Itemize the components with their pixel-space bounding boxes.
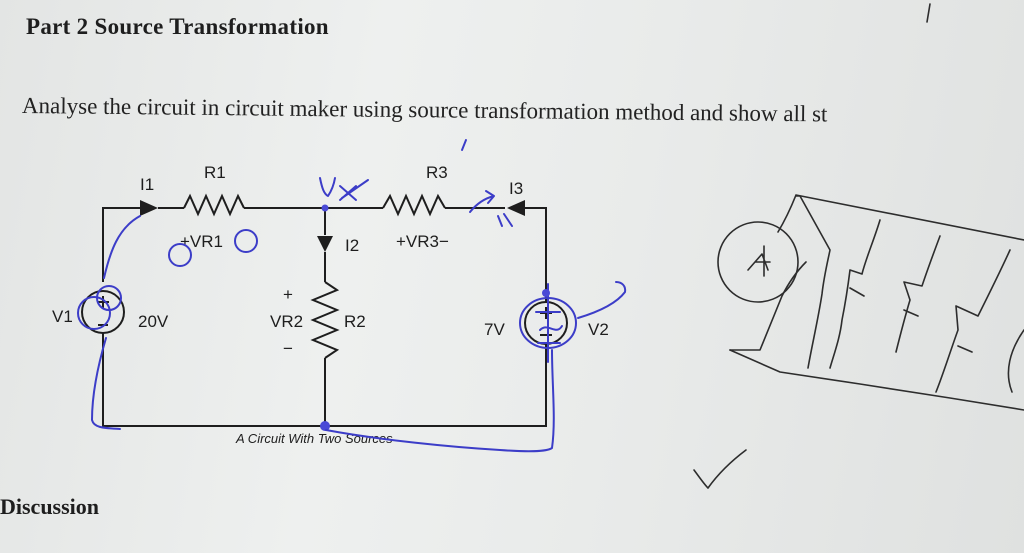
sketch-lower-left: [729, 261, 807, 351]
circuit-wires: [81, 193, 568, 431]
sketch-right-edge: [1007, 329, 1024, 393]
sketch-branch-1: [795, 195, 831, 369]
ink-circle-vr1-minus: [234, 229, 258, 253]
label-vr2-plus: +: [283, 285, 293, 304]
ink-loop-left-bottom: [91, 337, 121, 430]
wire-left-top: [102, 207, 140, 282]
ink-tick-small: [461, 139, 467, 151]
discussion-heading: Discussion: [0, 494, 100, 519]
i3-arrow: [507, 200, 525, 216]
pencil-sketch: [693, 194, 1024, 489]
ink-dot-v2: [542, 289, 550, 297]
sketch-circle: [717, 221, 799, 303]
resistor-r1: [183, 193, 245, 217]
label-r2: R2: [344, 312, 366, 331]
i1-arrow: [140, 200, 158, 216]
resistor-r2: [310, 281, 340, 359]
pencil-mark: [926, 3, 931, 23]
label-v1-value: 20V: [138, 312, 169, 331]
ink-ix: [497, 213, 513, 227]
junction-top: [321, 204, 329, 212]
sketch-bottom-wire: [729, 349, 1024, 411]
label-r1: R1: [204, 163, 226, 182]
label-r3: R3: [426, 163, 448, 182]
label-i1: I1: [140, 175, 154, 194]
sketch-ticks: [849, 287, 973, 353]
label-v2: V2: [588, 320, 609, 339]
check-mark: [693, 449, 747, 489]
ink-loop-bottom-right: [325, 349, 555, 453]
sketch-branch-3: [895, 235, 941, 353]
label-v1: V1: [52, 307, 73, 326]
ink-ix-arrow: [469, 190, 495, 213]
ink-circle-vr1-plus: [168, 243, 192, 267]
junction-bottom: [320, 421, 330, 431]
v1-plus-sign: [97, 296, 109, 308]
label-vr2-minus: −: [283, 339, 293, 358]
ink-v2-marks: [535, 283, 563, 363]
handwritten-ink: [77, 139, 627, 453]
i2-arrow: [317, 236, 333, 252]
page-heading: Part 2 Source Transformation: [26, 14, 329, 39]
label-vr1: +VR1: [180, 232, 223, 251]
sketch-source-symbol: [747, 245, 771, 277]
circuit-labels: I1 R1 R3 I3 +VR1 I2 +VR3− + VR2 − R2 V1 …: [52, 163, 609, 446]
ink-loop-left-top: [103, 215, 141, 279]
sketch-branch-2: [829, 219, 881, 369]
label-vr2: VR2: [270, 312, 303, 331]
ink-vx: [319, 177, 369, 201]
circuit-caption: A Circuit With Two Sources: [235, 431, 393, 446]
ink-circle-v1: [77, 296, 111, 330]
resistor-r3: [382, 193, 446, 217]
label-i3: I3: [509, 179, 523, 198]
sketch-top-wire: [777, 194, 1024, 241]
label-i2: I2: [345, 236, 359, 255]
wire-right-top: [525, 207, 547, 282]
label-vr3: +VR3−: [396, 232, 449, 251]
label-v2-value: 7V: [484, 320, 505, 339]
ink-v2-arrow: [577, 281, 627, 319]
sketch-branch-4: [935, 249, 1011, 393]
